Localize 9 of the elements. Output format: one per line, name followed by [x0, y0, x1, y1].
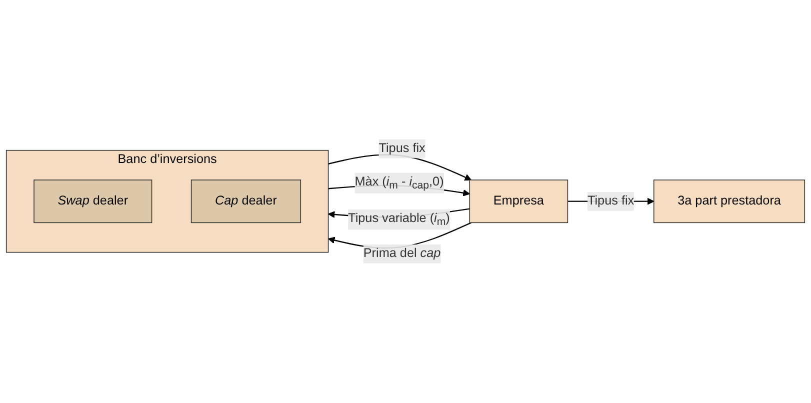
- edge-label: Prima del cap: [363, 246, 441, 260]
- edge-label: Màx (i$_{m}$ - i$_{cap}$,0): [354, 175, 444, 192]
- node-box: Swap dealer: [34, 180, 152, 224]
- edge-label: Tipus variable (i$_{m}$): [348, 212, 450, 228]
- edge-label: Tipus fix: [378, 142, 426, 156]
- node-box: Cap dealer: [190, 180, 302, 224]
- node-box: Empresa: [469, 180, 568, 224]
- edge-label: Tipus fix: [587, 194, 634, 208]
- node-box: 3a part prestadora: [653, 180, 806, 224]
